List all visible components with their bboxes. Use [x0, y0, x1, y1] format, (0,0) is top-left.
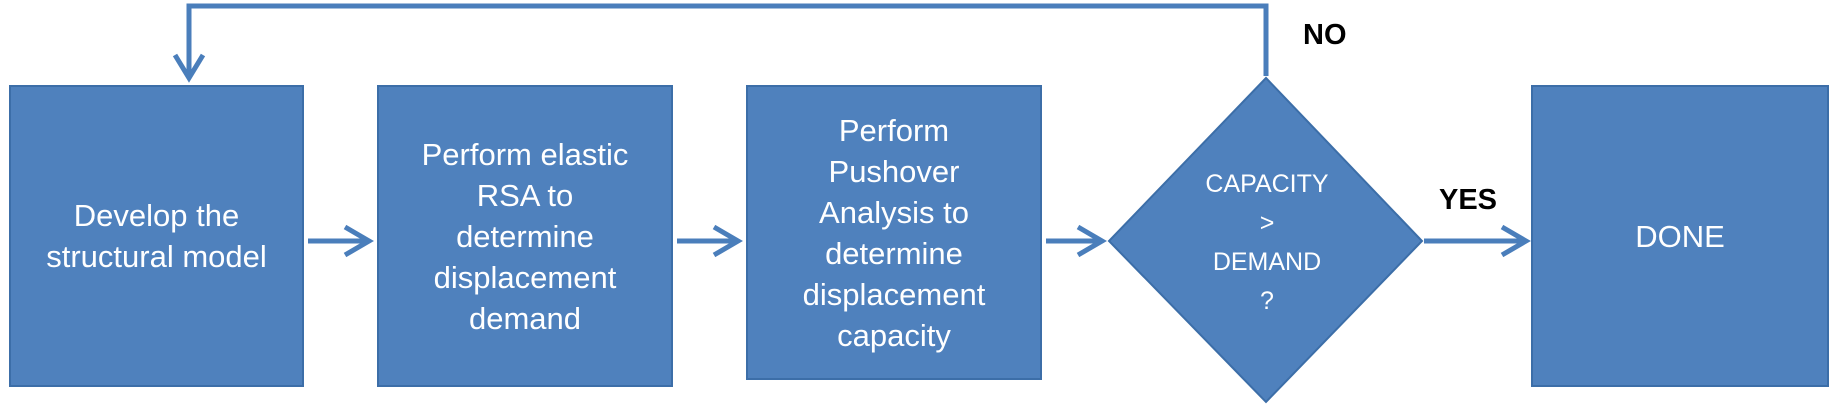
step-done[interactable]: DONE	[1531, 85, 1829, 387]
branch-label-yes: YES	[1439, 184, 1498, 216]
step-develop-model-label: Develop the structural model	[46, 198, 267, 274]
step-done-label: DONE	[1635, 218, 1725, 254]
arrow-right-icon	[677, 224, 743, 258]
step-develop-model[interactable]: Develop the structural model	[9, 85, 304, 387]
arrow-right-icon	[1046, 224, 1107, 258]
arrow-right-icon	[308, 224, 374, 258]
arrow-right-icon	[1424, 224, 1531, 258]
step-elastic-rsa-label: Perform elastic RSA to determine displac…	[421, 136, 629, 336]
decision-label: CAPACITY > DEMAND ?	[1205, 170, 1329, 315]
step-pushover-analysis-label: Perform Pushover Analysis to determine d…	[802, 112, 986, 353]
decision-diamond[interactable]	[1107, 76, 1424, 404]
step-elastic-rsa[interactable]: Perform elastic RSA to determine displac…	[377, 85, 673, 387]
branch-label-no: NO	[1303, 19, 1347, 51]
arrow-down-icon	[172, 3, 1269, 83]
step-pushover-analysis[interactable]: Perform Pushover Analysis to determine d…	[746, 85, 1042, 380]
